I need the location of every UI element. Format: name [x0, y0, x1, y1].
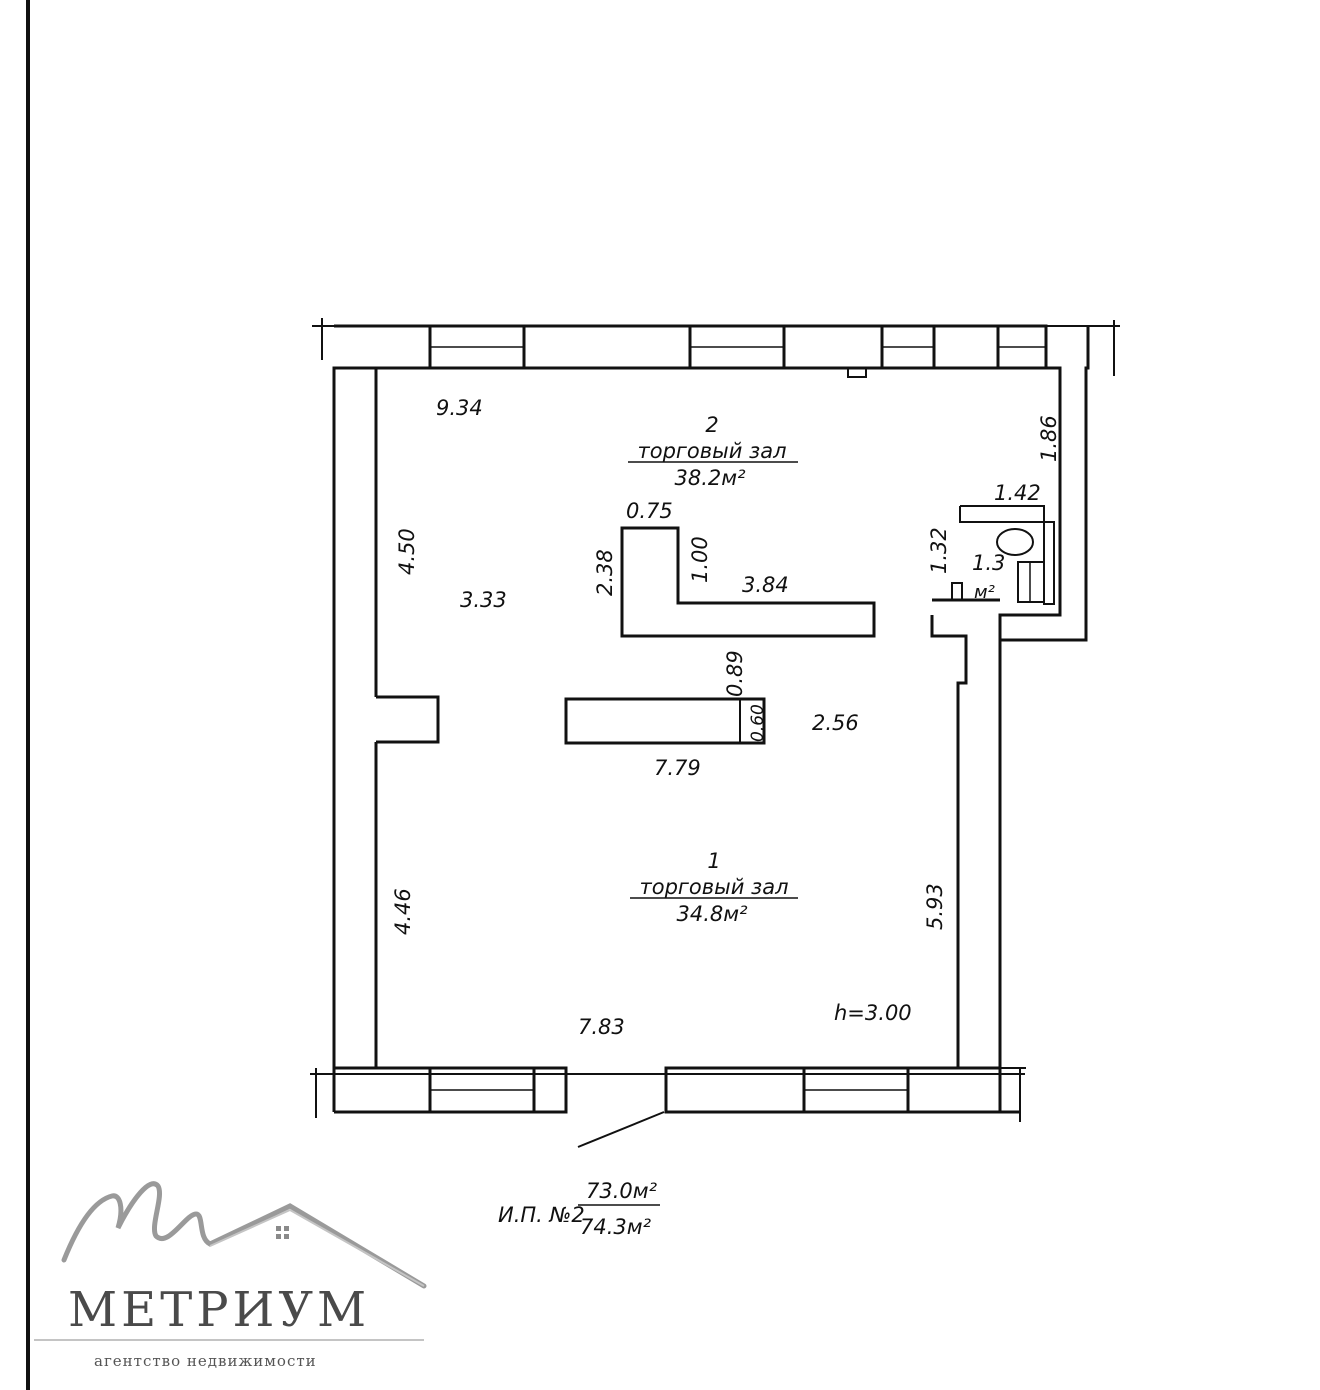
dim-wc-width: 1.42 — [994, 481, 1041, 505]
brand-name: МЕТРИУМ — [68, 1282, 370, 1338]
windows-bottom — [428, 1066, 1002, 1114]
room-1-number: 1 — [707, 849, 720, 873]
dim-wc-height: 1.86 — [1037, 415, 1061, 462]
ceiling-height: h=3.00 — [834, 1001, 912, 1025]
room-1-name: торговый зал — [639, 875, 788, 899]
dim-counter2-depth: 0.60 — [748, 704, 768, 742]
dim-left-mid: 3.33 — [460, 588, 507, 612]
wc-fixtures — [951, 505, 1055, 605]
dim-pillar-top: 0.75 — [626, 499, 673, 523]
room-2-name: торговый зал — [637, 439, 786, 463]
dim-top-width: 9.34 — [436, 396, 483, 420]
room-2-number: 2 — [705, 413, 718, 437]
dim-counter2-length: 7.79 — [654, 756, 701, 780]
dim-left-upper: 4.50 — [395, 528, 419, 575]
dim-left-lower: 4.46 — [391, 888, 415, 935]
dim-wc-side: 1.32 — [927, 527, 951, 574]
wc-area: 1.3 — [972, 551, 1005, 575]
brand-tagline: агентство недвижимости — [94, 1352, 317, 1370]
wc-area-unit: м² — [974, 582, 995, 603]
footer-area-bottom: 74.3м² — [580, 1215, 652, 1239]
dim-gap: 0.89 — [723, 650, 747, 697]
dim-bottom-width: 7.83 — [578, 1015, 625, 1039]
footer-area-top: 73.0м² — [586, 1179, 658, 1203]
counter-bar — [564, 697, 766, 745]
dim-counter-length: 3.84 — [742, 573, 789, 597]
l-counter — [620, 526, 876, 638]
dim-right-mid: 2.56 — [812, 711, 859, 735]
room-1-area: 34.8м² — [676, 902, 748, 926]
windows-top — [428, 324, 1048, 378]
logo-mark-icon — [61, 1181, 427, 1289]
room-2-area: 38.2м² — [674, 466, 746, 490]
footer-label: И.П. №2 — [498, 1203, 585, 1227]
brand-logo: МЕТРИУМ агентство недвижимости — [34, 1181, 427, 1370]
toilet-icon — [996, 528, 1034, 556]
dim-right-lower: 5.93 — [923, 883, 947, 930]
dim-pillar-inner: 1.00 — [688, 536, 712, 583]
dim-pillar-height: 2.38 — [593, 549, 617, 596]
